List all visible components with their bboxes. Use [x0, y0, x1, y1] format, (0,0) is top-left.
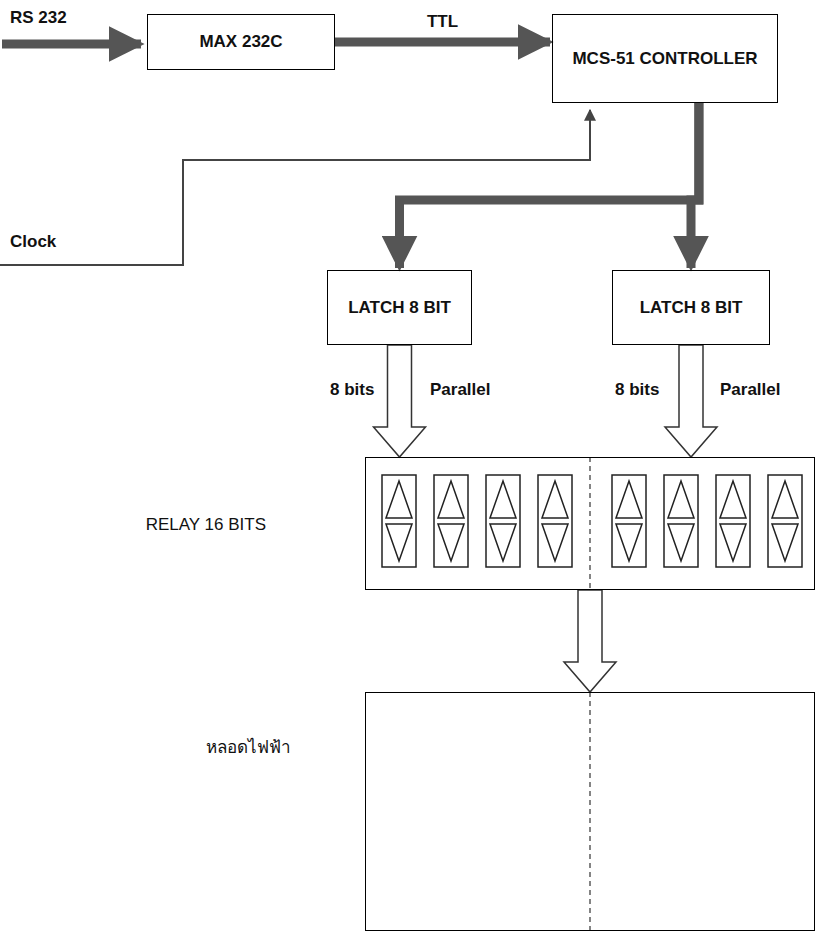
block-label: MAX 232C — [199, 31, 282, 52]
block-label: LATCH 8 BIT — [640, 297, 743, 318]
relay-symbol — [434, 475, 468, 567]
block-heading: RELAY 16 BITS — [146, 514, 266, 535]
block-label: LATCH 8 BIT — [348, 297, 451, 318]
block-label: MCS-51 CONTROLLER — [572, 48, 757, 69]
parallel-arrow — [374, 345, 426, 457]
block-box: LATCH 8 BIT — [612, 270, 770, 345]
relay-symbol — [538, 475, 572, 567]
relay-symbol — [664, 475, 698, 567]
rs232-input-arrow — [2, 40, 141, 49]
parallel-arrow — [564, 590, 616, 692]
relay-board: RELAY 16 BITS — [365, 457, 815, 590]
relay-symbol — [768, 475, 802, 567]
bus-width: 8 bits — [330, 380, 374, 400]
signal-name: RS 232 — [10, 8, 67, 28]
bus-width: 8 bits — [615, 380, 659, 400]
bus-type: Parallel — [720, 380, 781, 400]
relay-symbol — [382, 475, 416, 567]
relay-symbol — [716, 475, 750, 567]
data-bus — [691, 103, 699, 268]
block-box: MCS-51 CONTROLLER — [552, 14, 778, 103]
signal-arrow — [335, 38, 550, 47]
bus-type: Parallel — [430, 380, 491, 400]
relay-divider — [589, 457, 590, 588]
relay-symbol — [612, 475, 646, 567]
relay-symbols — [382, 475, 802, 567]
relay-symbol — [486, 475, 520, 567]
block-heading: หลอดไฟฟ้า — [206, 737, 291, 758]
parallel-arrow — [665, 345, 717, 457]
lamp-divider — [589, 692, 590, 931]
signal-name: Clock — [10, 232, 56, 252]
lamp-panel: หลอดไฟฟ้า — [365, 692, 815, 931]
block-box: LATCH 8 BIT — [327, 270, 472, 345]
block-box: MAX 232C — [147, 14, 335, 70]
signal-name: TTL — [425, 12, 460, 32]
data-bus — [400, 103, 699, 268]
clock-wire — [0, 110, 590, 265]
